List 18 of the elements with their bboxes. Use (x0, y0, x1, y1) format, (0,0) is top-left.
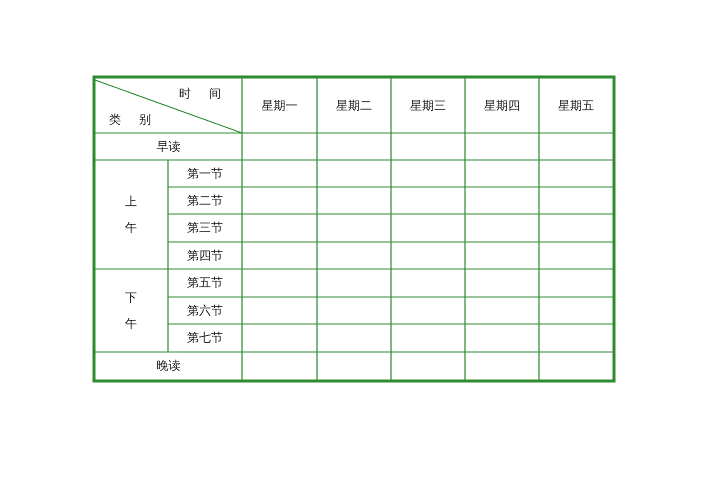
session-label: 晚读 (156, 358, 180, 374)
axis-label: 类 别 (109, 112, 151, 128)
period-label: 第二节 (187, 192, 223, 209)
session-label: 上午 (125, 193, 137, 236)
axis-label: 时 间 (179, 86, 221, 102)
session-label: 早读 (156, 138, 180, 155)
period-label: 第四节 (187, 247, 223, 264)
weekday-label: 星期五 (558, 97, 594, 114)
weekday-label: 星期三 (410, 97, 446, 114)
session-label: 下午 (125, 289, 137, 332)
period-label: 第七节 (187, 330, 223, 346)
weekday-label: 星期四 (484, 97, 520, 114)
weekday-label: 星期一 (262, 97, 298, 114)
weekday-label: 星期二 (336, 97, 372, 114)
period-label: 第三节 (187, 220, 223, 236)
period-label: 第一节 (187, 165, 223, 182)
period-label: 第六节 (187, 302, 223, 319)
period-label: 第五节 (187, 274, 223, 292)
